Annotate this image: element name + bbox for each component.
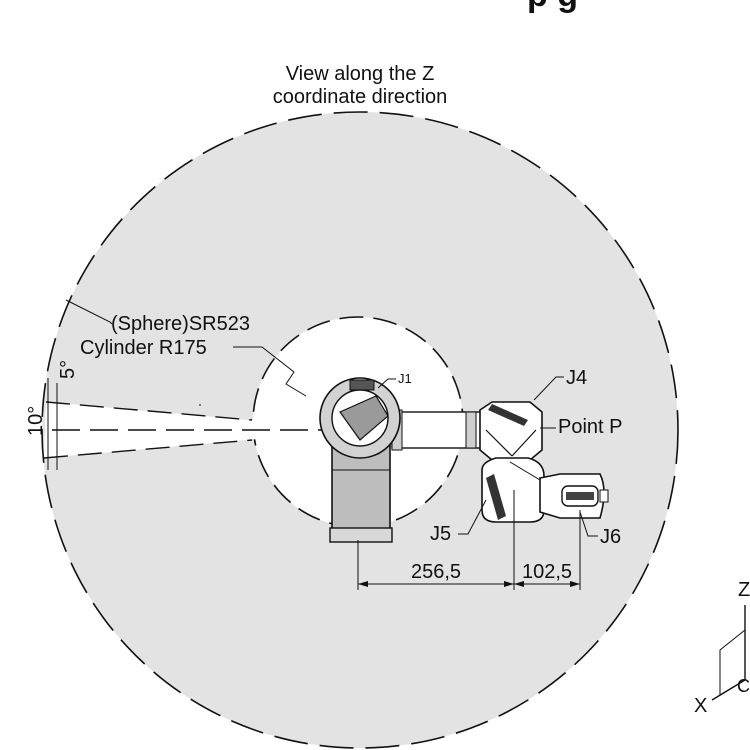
wedge-edge-top xyxy=(45,401,253,421)
axis-plane xyxy=(719,628,746,696)
cylinder-label: Cylinder R175 xyxy=(80,337,207,359)
view-caption-line2: coordinate direction xyxy=(273,86,448,108)
angle-10-label: 10° xyxy=(25,406,47,436)
z-axis-label: Z xyxy=(738,579,750,601)
j6-label: J6 xyxy=(600,526,621,548)
sphere-leader xyxy=(65,299,113,325)
j4-housing xyxy=(479,401,543,461)
excluded-wedge xyxy=(44,402,360,458)
j1-hub xyxy=(339,395,389,441)
arm-link xyxy=(391,411,493,449)
dim-arrow-3 xyxy=(514,581,524,587)
sphere-label: (Sphere)SR523 xyxy=(111,313,250,335)
origin-label: C xyxy=(737,676,750,696)
j5-leader xyxy=(458,499,487,535)
page-title-fragment: p g xyxy=(527,0,578,14)
j4-leader xyxy=(533,376,564,401)
dim-arrow-1 xyxy=(358,581,368,587)
j4-label: J4 xyxy=(566,367,587,389)
x-axis-label: X xyxy=(694,695,707,717)
angle-5-label: 5° xyxy=(57,360,79,379)
j6-tip xyxy=(599,489,609,503)
cylinder-leader xyxy=(233,346,307,397)
j1-leader xyxy=(377,378,396,389)
j4-line-1 xyxy=(485,429,513,457)
dim-arrow-2 xyxy=(504,581,514,587)
j6-face-inner xyxy=(566,492,594,500)
dimension-left-value: 256,5 xyxy=(411,561,461,583)
wedge-edge-bottom xyxy=(43,439,253,459)
j5-stripe xyxy=(486,474,506,520)
j5-detail xyxy=(509,461,541,481)
j6-leader xyxy=(579,511,598,537)
dimension-right-value: 102,5 xyxy=(522,561,572,583)
j5-label: J5 xyxy=(430,523,451,545)
j4-line-2 xyxy=(511,429,537,457)
j1-label: J1 xyxy=(398,371,412,386)
dim-arrow-4 xyxy=(570,581,580,587)
point-p-label: Point P xyxy=(558,416,622,438)
coordinate-axes: Z X C xyxy=(694,579,750,717)
arm-link-collar-2 xyxy=(465,411,477,449)
j4-stripe xyxy=(488,404,528,426)
dimension-group xyxy=(357,490,581,590)
j1-cap xyxy=(349,379,375,391)
view-caption-line1: View along the Z xyxy=(286,63,435,85)
base-flange xyxy=(329,527,393,543)
robot-arm xyxy=(319,377,609,543)
